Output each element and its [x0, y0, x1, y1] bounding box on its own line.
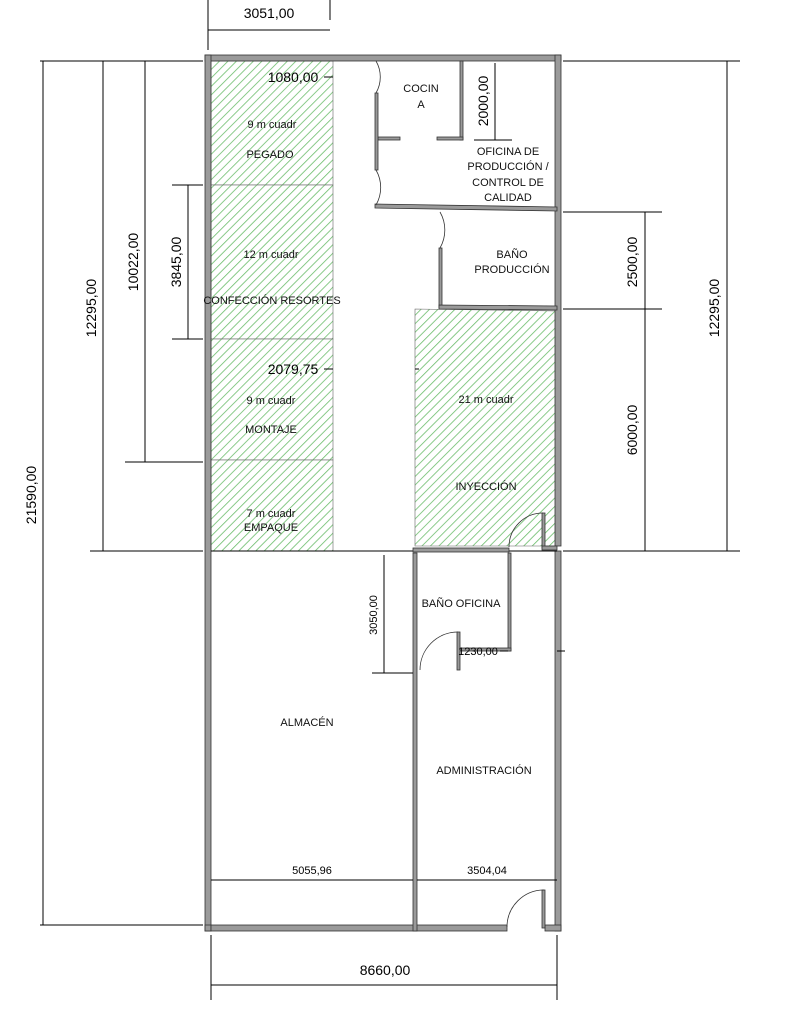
door-inyeccion	[508, 512, 544, 548]
room-oficina-produccion-line3: CONTROL DE	[472, 177, 544, 189]
room-pegado-area: 9 m cuadr	[248, 119, 297, 131]
room-inyeccion-area: 21 m cuadr	[458, 394, 513, 406]
zone-inyeccion	[414, 308, 558, 547]
dim-admin-width: 3504,04	[467, 865, 507, 877]
dimension-lines	[40, 0, 740, 1000]
dim-cocina-2000: 2000,00	[475, 75, 491, 126]
dim-aisle-2079: 2079,75	[268, 361, 319, 377]
dim-right-12295: 12295,00	[706, 279, 722, 338]
dim-right-2500: 2500,00	[624, 236, 640, 287]
room-almacen-name: ALMACÉN	[280, 716, 333, 729]
room-empaque-name: EMPAQUE	[244, 522, 298, 534]
dim-left-3845: 3845,00	[168, 236, 184, 287]
production-zones	[210, 60, 558, 552]
outer-walls	[204, 54, 562, 932]
dim-bano-1230: 1230,00	[458, 646, 498, 658]
room-administracion-name: ADMINISTRACIÓN	[436, 764, 531, 777]
room-oficina-produccion-line4: CALIDAD	[484, 192, 532, 204]
room-resortes-name: CONFECCIÓN RESORTES	[203, 294, 340, 307]
interior-walls	[211, 60, 558, 932]
room-oficina-produccion-line1: OFICINA DE	[477, 146, 539, 158]
room-montaje-area: 9 m cuadr	[247, 395, 296, 407]
dim-left-12295: 12295,00	[83, 279, 99, 338]
zone-pegado	[210, 60, 334, 186]
dim-bano-3050: 3050,00	[368, 595, 380, 635]
door-administracion	[506, 889, 545, 928]
door-cocina	[375, 60, 381, 94]
room-montaje-name: MONTAJE	[245, 424, 297, 436]
dim-almacen-width: 5055,96	[292, 865, 332, 877]
doors	[375, 60, 545, 928]
zone-montaje	[210, 338, 334, 461]
dim-right-6000: 6000,00	[624, 404, 640, 455]
dim-aisle-1080: 1080,00	[268, 69, 319, 85]
door-oficina-produccion	[375, 169, 382, 206]
room-pegado-name: PEGADO	[246, 149, 294, 161]
room-resortes-area: 12 m cuadr	[243, 249, 298, 261]
room-bano-produccion-line2: PRODUCCIÓN	[474, 263, 549, 276]
dim-left-10022: 10022,00	[125, 233, 141, 292]
room-cocina-line2: A	[417, 99, 425, 111]
room-cocina-line1: COCIN	[403, 83, 439, 95]
room-empaque-area: 7 m cuadr	[247, 508, 296, 520]
zone-empaque	[210, 459, 334, 552]
dim-top-width: 3051,00	[244, 5, 295, 21]
door-bano-produccion	[439, 211, 446, 249]
dim-total-width: 8660,00	[360, 962, 411, 978]
room-bano-produccion-line1: BAÑO	[496, 248, 528, 261]
dim-total-length: 21590,00	[23, 466, 39, 525]
room-inyeccion-name: INYECCIÓN	[455, 480, 516, 493]
room-bano-oficina-name: BAÑO OFICINA	[422, 597, 502, 610]
door-bano-oficina	[419, 631, 459, 671]
room-oficina-produccion-line2: PRODUCCIÓN /	[467, 160, 549, 173]
zone-resortes	[210, 184, 334, 340]
